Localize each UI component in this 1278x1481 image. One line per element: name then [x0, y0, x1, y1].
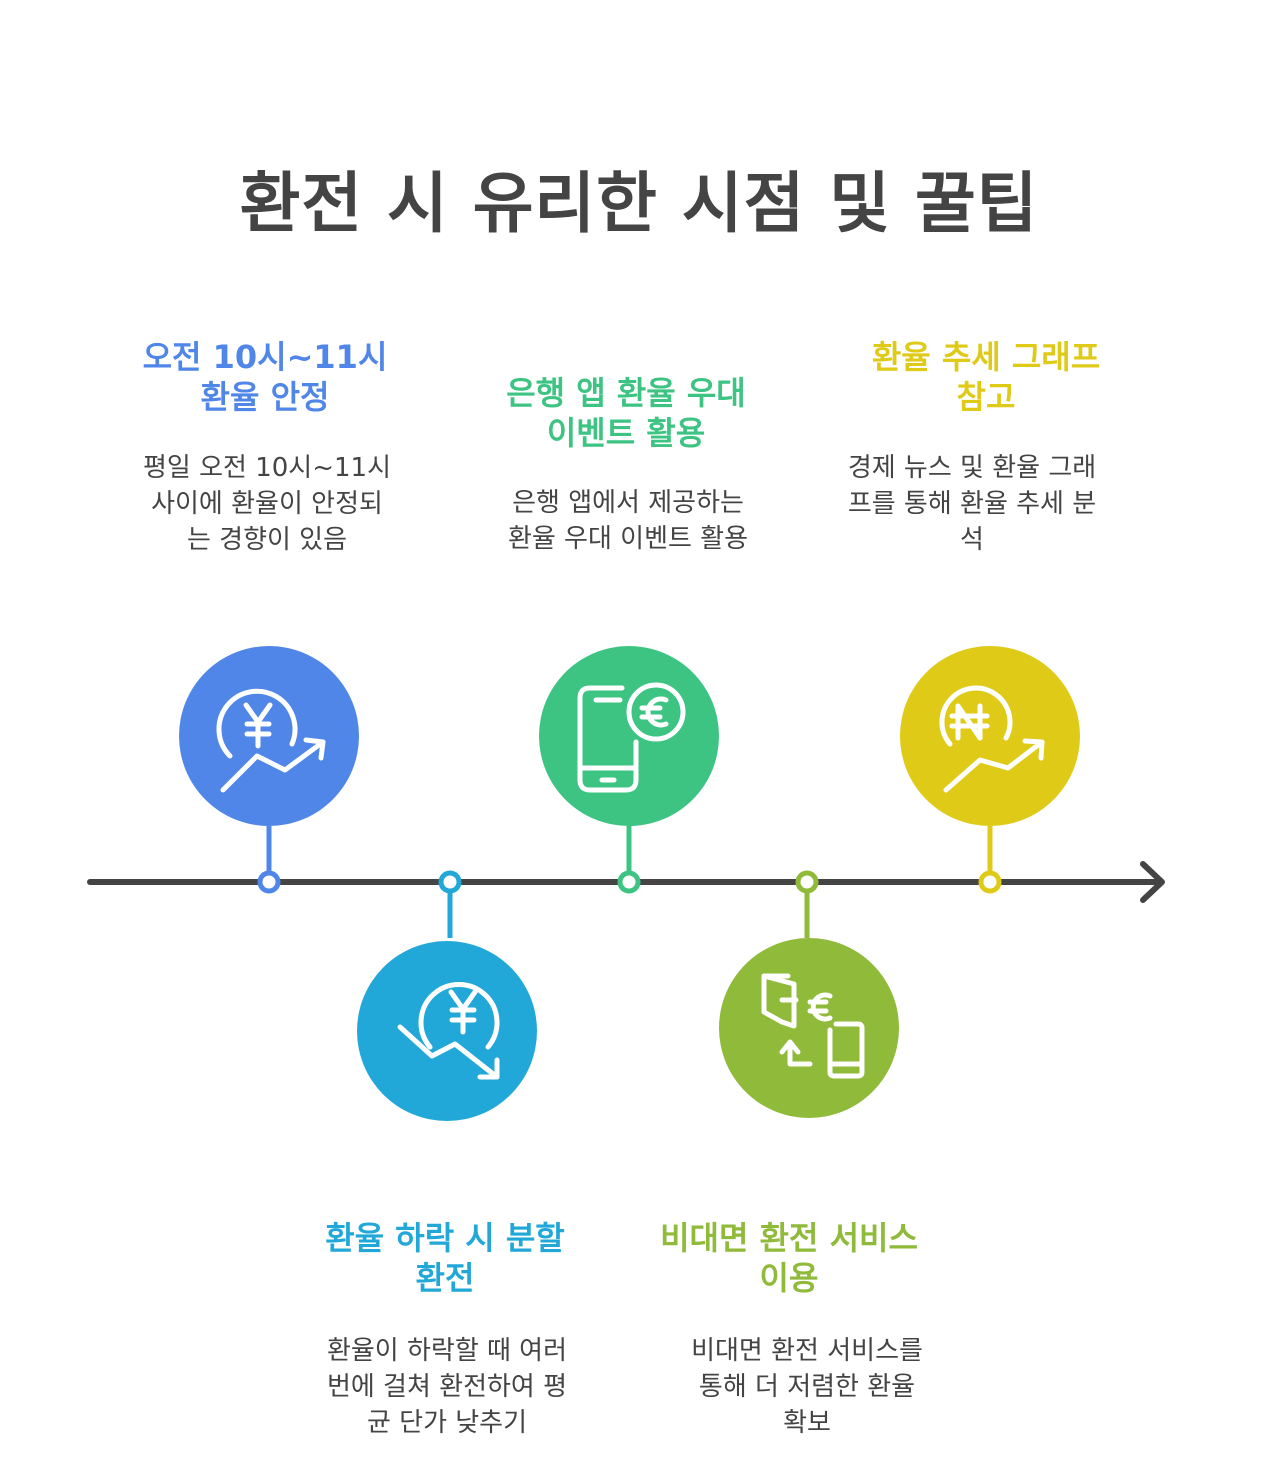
item-2-marker: [438, 870, 462, 894]
item-1-description: 평일 오전 10시~11시 사이에 환율이 안정되 는 경향이 있음: [117, 450, 417, 558]
page-title: 환전 시 유리한 시점 및 꿀팁: [239, 165, 1039, 242]
item-5-desc-line1: 경제 뉴스 및 환율 그래: [847, 453, 1097, 483]
item-3-marker: [617, 870, 641, 894]
item-1-circle: [179, 646, 359, 826]
item-5-desc-line2: 프를 통해 환율 추세 분: [847, 489, 1097, 519]
item-5-marker: [978, 870, 1002, 894]
item-5-heading: 환율 추세 그래프 참고: [836, 337, 1136, 417]
item-4-description: 비대면 환전 서비스를 통해 더 저렴한 환율 확보: [657, 1333, 957, 1441]
item-2-heading: 환율 하락 시 분할 환전: [295, 1218, 595, 1298]
item-5-heading-line2: 참고: [956, 378, 1016, 416]
item-4-heading-line2: 이용: [759, 1259, 819, 1297]
item-5-circle: [900, 646, 1080, 826]
item-4-desc-line3: 확보: [783, 1408, 831, 1438]
item-1-desc-line3: 는 경향이 있음: [186, 525, 348, 555]
item-1-desc-line2: 사이에 환율이 안정되: [151, 489, 383, 519]
item-5-description: 경제 뉴스 및 환율 그래 프를 통해 환율 추세 분 석: [822, 450, 1122, 558]
item-2-desc-line1: 환율이 하락할 때 여러: [326, 1336, 568, 1366]
item-1-heading-line2: 환율 안정: [200, 378, 330, 416]
item-1-marker: [257, 870, 281, 894]
item-4-desc-line1: 비대면 환전 서비스를: [691, 1336, 923, 1366]
item-3-circle: [539, 646, 719, 826]
item-3-desc-line2: 환율 우대 이벤트 활용: [507, 524, 749, 554]
item-4-marker: [795, 870, 819, 894]
item-2-circle: [357, 941, 537, 1121]
wallet-euro-exchange-icon: [761, 973, 865, 1079]
item-2-desc-line2: 번에 걸쳐 환전하여 평: [326, 1372, 568, 1402]
yen-coin-rising-trend-icon: [216, 688, 326, 793]
item-2-heading-line2: 환전: [415, 1259, 475, 1297]
item-2-heading-line1: 환율 하락 시 분할: [325, 1219, 565, 1257]
won-coin-rising-trend-icon: [939, 685, 1045, 793]
item-2-desc-line3: 균 단가 낮추기: [366, 1408, 528, 1438]
item-4-heading-line1: 비대면 환전 서비스: [660, 1219, 918, 1257]
item-3-heading-line2: 이벤트 활용: [546, 414, 706, 452]
item-3-heading-line1: 은행 앱 환율 우대: [506, 374, 746, 412]
item-4-circle: [719, 938, 899, 1118]
yen-coin-falling-trend-icon: [397, 981, 500, 1080]
item-5-desc-line3: 석: [960, 525, 984, 555]
phone-euro-icon: [577, 682, 686, 793]
item-4-desc-line2: 통해 더 저렴한 환율: [698, 1372, 916, 1402]
item-3-heading: 은행 앱 환율 우대 이벤트 활용: [476, 373, 776, 453]
item-5-heading-line1: 환율 추세 그래프: [871, 338, 1101, 376]
item-3-description: 은행 앱에서 제공하는 환율 우대 이벤트 활용: [478, 485, 778, 557]
item-1-desc-line1: 평일 오전 10시~11시: [142, 453, 391, 483]
timeline-arrowhead: [1140, 861, 1165, 903]
item-1-heading-line1: 오전 10시~11시: [142, 338, 388, 376]
item-2-description: 환율이 하락할 때 여러 번에 걸쳐 환전하여 평 균 단가 낮추기: [297, 1333, 597, 1441]
item-3-desc-line1: 은행 앱에서 제공하는: [512, 488, 744, 518]
item-1-heading: 오전 10시~11시 환율 안정: [115, 337, 415, 417]
item-4-heading: 비대면 환전 서비스 이용: [639, 1218, 939, 1298]
